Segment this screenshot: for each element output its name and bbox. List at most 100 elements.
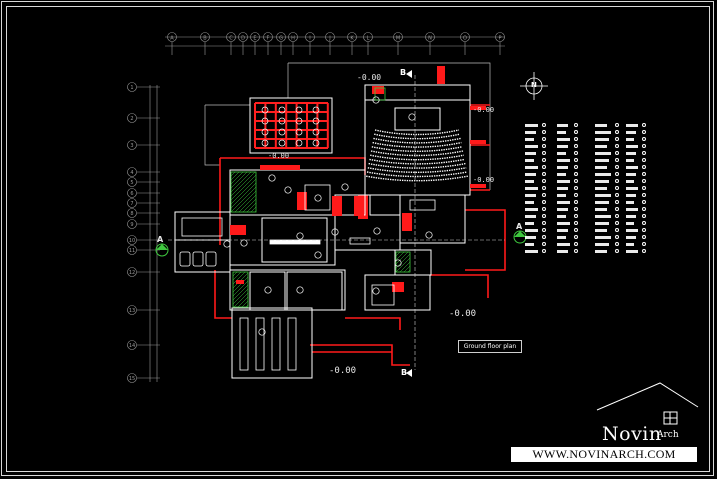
legend-number-circle <box>642 242 646 246</box>
grid-row-label: 9 <box>130 222 133 228</box>
legend-text-mark <box>626 201 634 204</box>
legend-text-mark <box>626 145 638 148</box>
grid-row-label: 5 <box>130 180 133 186</box>
dining-hall-block <box>249 97 333 154</box>
legend-number-circle <box>615 214 619 218</box>
legend-number-circle <box>542 165 546 169</box>
legend-row <box>525 199 660 206</box>
interior-red-accents <box>230 165 412 292</box>
legend-text-mark <box>557 138 570 141</box>
legend-text-mark <box>595 138 609 141</box>
legend-text-mark <box>595 208 607 211</box>
legend-number-circle <box>642 193 646 197</box>
brand-suffix: Arch <box>657 430 679 440</box>
legend-row <box>525 227 660 234</box>
legend-number-circle <box>615 186 619 190</box>
legend-row <box>525 164 660 171</box>
auditorium-seating <box>366 129 468 182</box>
legend-number-circle <box>615 235 619 239</box>
legend-number-circle <box>642 235 646 239</box>
auditorium-block <box>364 84 471 196</box>
grid-column-label: C <box>229 36 233 42</box>
legend-row <box>525 192 660 199</box>
section-label-a-left: A <box>157 235 164 244</box>
legend-number-circle <box>615 165 619 169</box>
legend-number-circle <box>542 221 546 225</box>
legend-text-mark <box>595 194 611 197</box>
legend-number-circle <box>542 137 546 141</box>
legend-text-mark <box>525 145 538 148</box>
legend-number-circle <box>542 228 546 232</box>
legend-number-circle <box>642 123 646 127</box>
legend-number-circle <box>574 144 578 148</box>
level-label: -0.00 <box>449 309 477 319</box>
legend-number-circle <box>615 179 619 183</box>
legend-text-mark <box>525 250 538 253</box>
grid-row-label: 14 <box>129 343 135 349</box>
legend-text-mark <box>595 187 607 190</box>
legend-row <box>525 185 660 192</box>
legend-text-mark <box>595 180 609 183</box>
legend-number-circle <box>574 242 578 246</box>
legend-text-mark <box>595 236 611 239</box>
legend-number-circle <box>574 200 578 204</box>
legend-text-mark <box>626 215 636 218</box>
legend-text-mark <box>525 194 536 197</box>
legend-number-circle <box>542 130 546 134</box>
brand-name: Novin <box>602 423 662 445</box>
legend-text-mark <box>626 187 638 190</box>
legend-text-mark <box>557 229 568 232</box>
legend-text-mark <box>525 201 534 204</box>
legend-text-mark <box>557 131 566 134</box>
legend-number-circle <box>642 165 646 169</box>
section-label-b-top: B <box>400 68 407 77</box>
furniture <box>179 184 436 371</box>
legend-number-circle <box>615 137 619 141</box>
legend-number-circle <box>542 207 546 211</box>
legend-text-mark <box>595 201 609 204</box>
legend-text-mark <box>557 208 568 211</box>
legend-text-mark <box>595 124 607 127</box>
legend-number-circle <box>574 193 578 197</box>
legend-text-mark <box>525 166 538 169</box>
legend-number-circle <box>642 137 646 141</box>
legend-text-mark <box>626 152 636 155</box>
legend-row <box>525 178 660 185</box>
grid-column-label: E <box>253 36 256 42</box>
legend-number-circle <box>615 228 619 232</box>
legend-number-circle <box>615 130 619 134</box>
legend-text-mark <box>557 166 568 169</box>
legend-text-mark <box>626 208 638 211</box>
grid-column-label: K <box>350 36 354 42</box>
legend-row <box>525 171 660 178</box>
legend-number-circle <box>642 130 646 134</box>
level-label: -0.00 <box>357 73 382 82</box>
legend-text-mark <box>557 236 566 239</box>
legend-text-mark <box>595 250 607 253</box>
legend-number-circle <box>642 179 646 183</box>
legend-number-circle <box>574 165 578 169</box>
legend-row <box>525 220 660 227</box>
legend-text-mark <box>626 236 636 239</box>
legend-number-circle <box>542 179 546 183</box>
legend-text-mark <box>626 138 634 141</box>
grid-column-label: B <box>203 36 207 42</box>
legend-number-circle <box>542 172 546 176</box>
legend-number-circle <box>615 221 619 225</box>
legend-number-circle <box>542 158 546 162</box>
legend-number-circle <box>574 207 578 211</box>
legend-text-mark <box>525 152 536 155</box>
legend-text-mark <box>525 187 538 190</box>
legend-text-mark <box>525 124 538 127</box>
grid-column-label: H <box>291 36 295 42</box>
legend-row <box>525 136 660 143</box>
grid-column-label: N <box>428 36 432 42</box>
grid-column-label: D <box>241 36 245 42</box>
legend-text-mark <box>595 243 609 246</box>
legend-text-mark <box>525 180 534 183</box>
grid-row-label: 12 <box>129 270 135 276</box>
legend-number-circle <box>574 137 578 141</box>
legend-number-circle <box>615 144 619 148</box>
